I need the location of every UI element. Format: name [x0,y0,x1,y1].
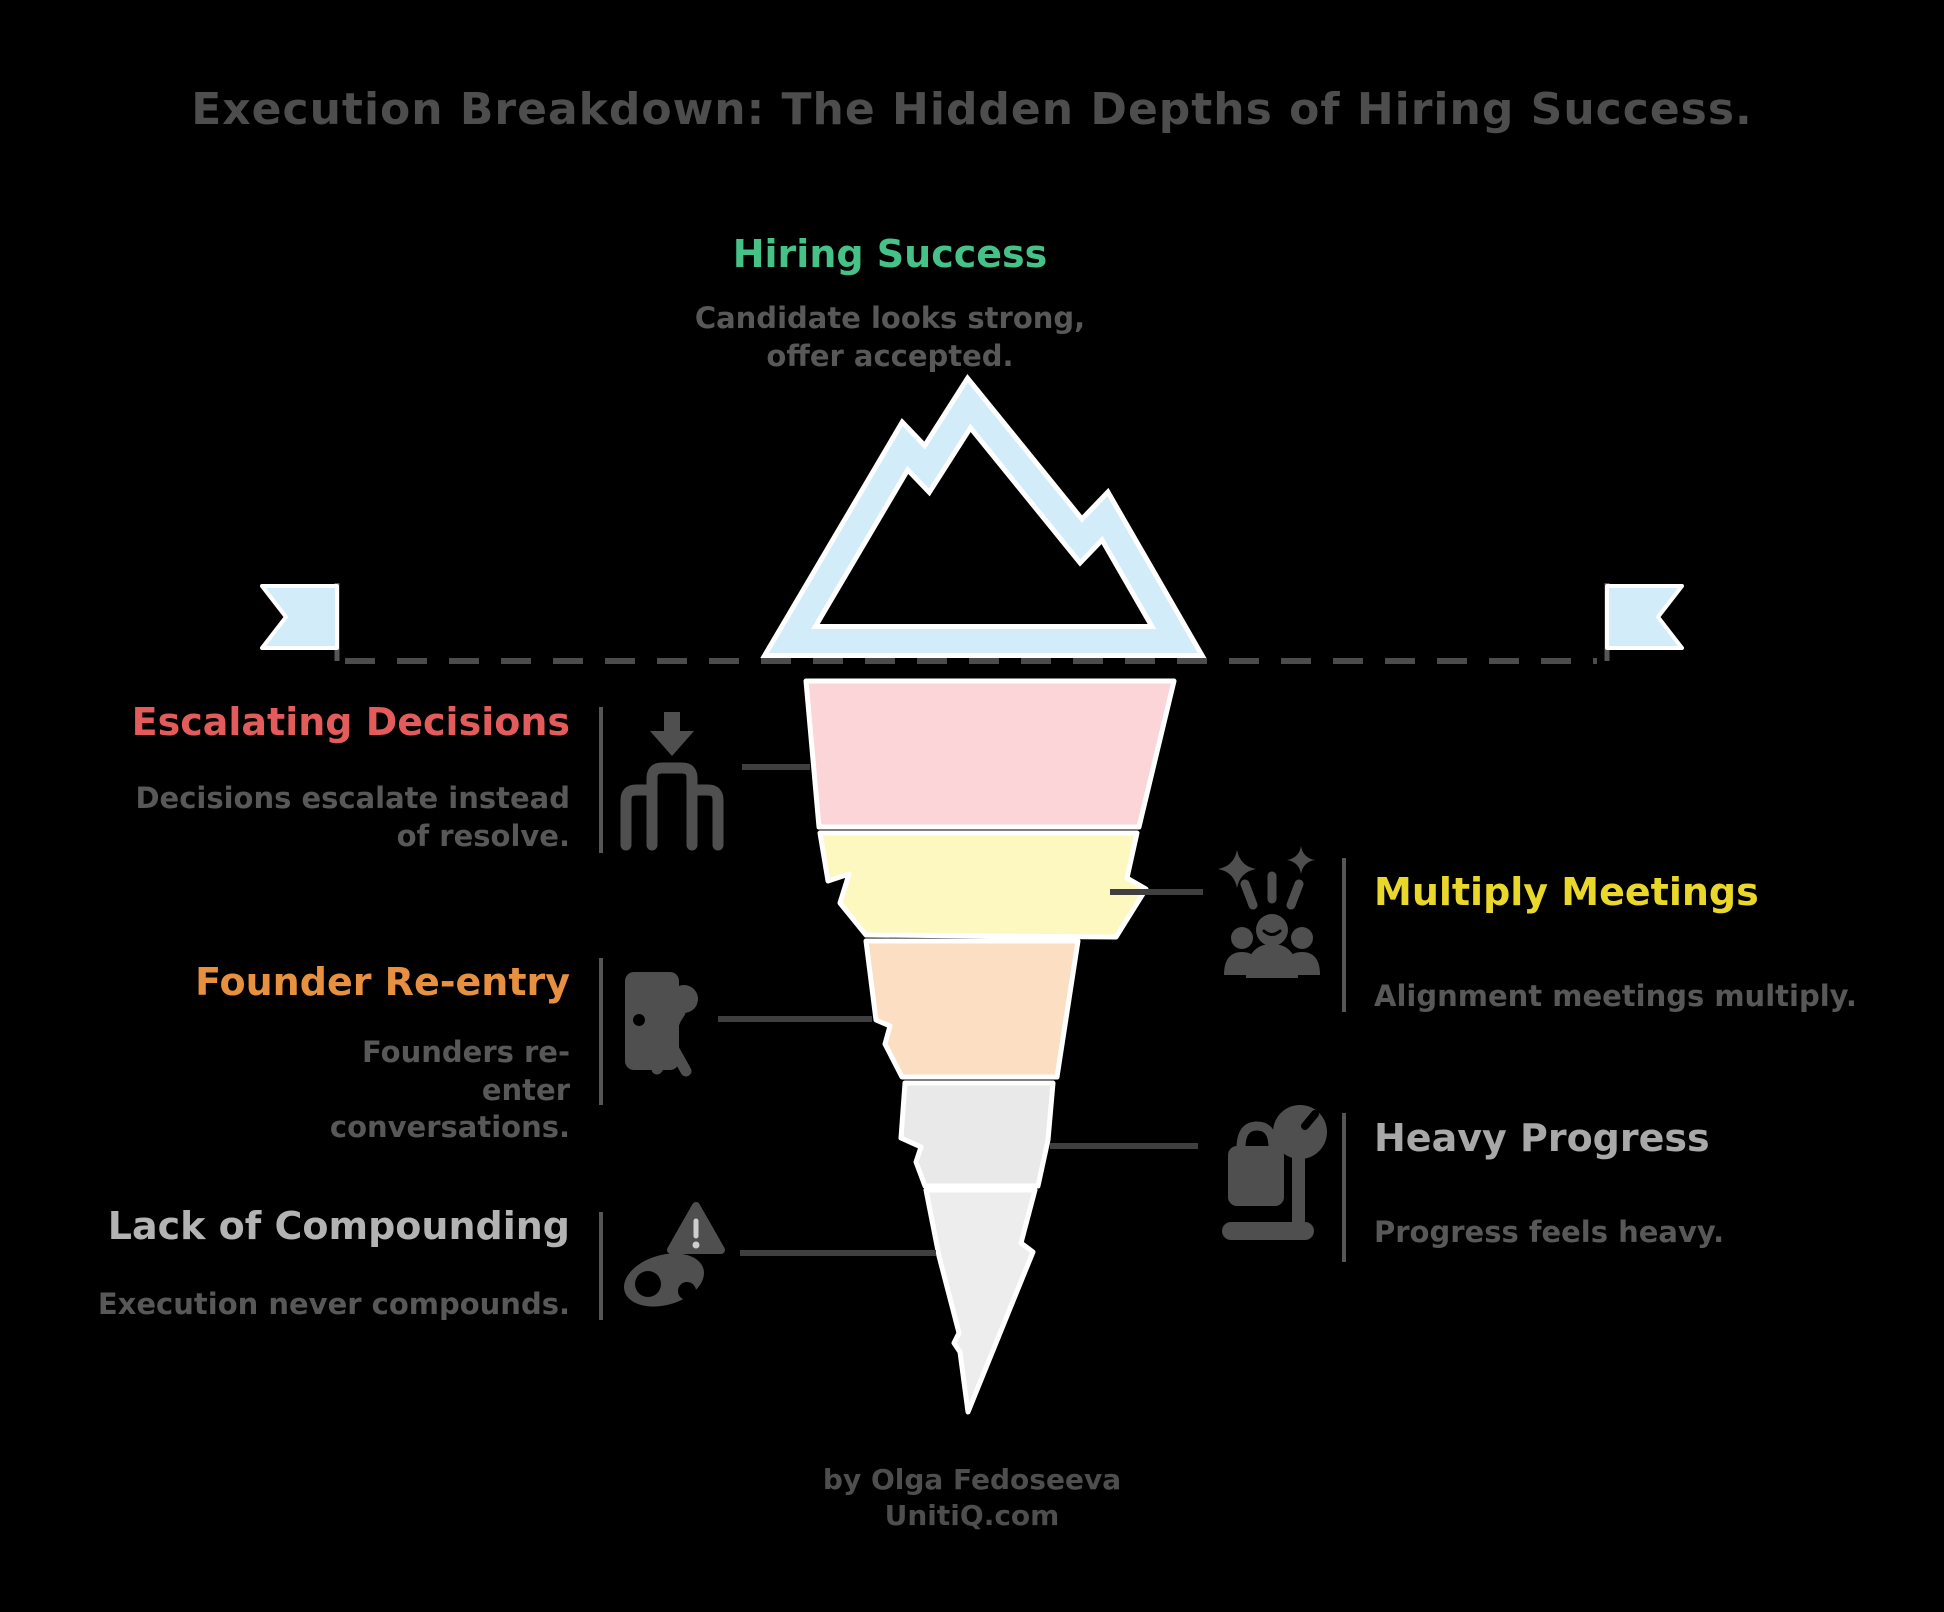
footer-byline: by Olga Fedoseeva [822,1463,1122,1496]
broken-link-warning-icon [623,1202,725,1307]
flag-right-icon [1604,583,1684,661]
footer-site: UnitiQ.com [884,1498,1060,1532]
door-entry-icon [625,972,698,1077]
section-description-escalating-decisions: Decisions escalate instead of resolve. [135,781,570,853]
mountain-icon [760,373,1207,658]
org-escalation-icon [620,712,724,851]
surface-description: Candidate looks strong, offer accepted. [694,301,1086,373]
section-label-escalating-decisions: Escalating Decisions [131,700,570,744]
section-label-founder-re-entry: Founder Re-entry [195,960,570,1004]
flag-left-icon [260,583,340,661]
section-label-multiply-meetings: Multiply Meetings [1374,870,1759,914]
iceberg-section-multiply [817,830,1149,940]
page-title: Execution Breakdown: The Hidden Depths o… [191,84,1753,135]
section-label-heavy-progress: Heavy Progress [1374,1116,1710,1160]
sparkle-people-icon [1218,846,1320,978]
section-description-heavy-progress: Progress feels heavy. [1374,1215,1725,1249]
footer-credit: by Olga Fedoseeva UnitiQ.com [0,1462,1944,1534]
iceberg-section-founder [863,938,1081,1080]
section-description-founder-re-entry: Founders re-enter conversations. [329,1035,570,1145]
heavy-scale-icon [1222,1105,1327,1240]
iceberg-section-escalating [803,678,1177,830]
section-label-lack-of-compounding: Lack of Compounding [107,1204,570,1248]
surface-label: Hiring Success [732,232,1048,276]
section-description-multiply-meetings: Alignment meetings multiply. [1374,979,1857,1013]
iceberg-section-heavy [898,1080,1056,1189]
section-description-lack-of-compounding: Execution never compounds. [97,1287,570,1321]
iceberg-section-compounding [923,1187,1038,1415]
